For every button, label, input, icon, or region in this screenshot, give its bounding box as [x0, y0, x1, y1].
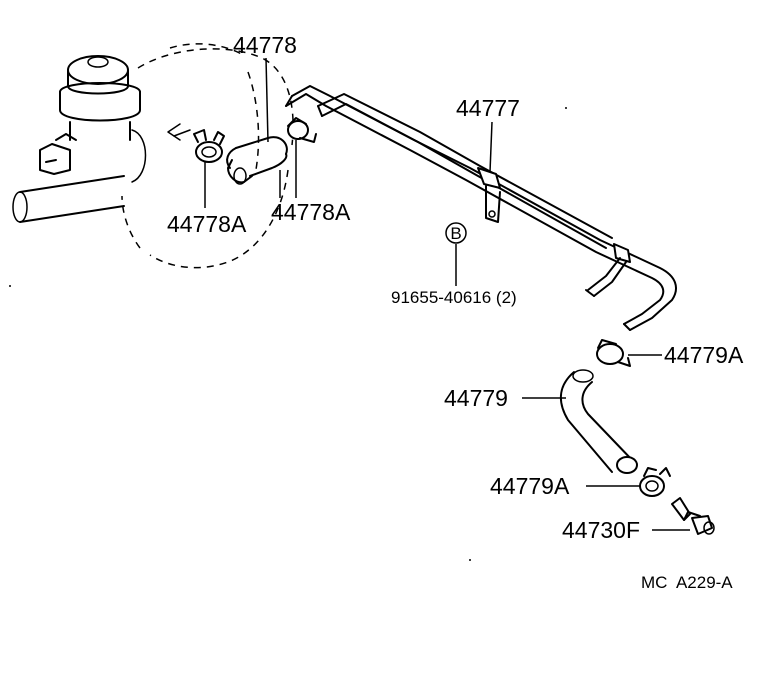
- label-44779: 44779: [444, 385, 508, 411]
- leader-44778: [265, 57, 269, 143]
- label-44779a-bottom: 44779A: [490, 473, 570, 499]
- label-44777: 44777: [456, 95, 520, 121]
- scan-specks: [9, 107, 567, 561]
- hose-clamp-44779a-bottom: [639, 467, 671, 497]
- leader-44777: [489, 121, 493, 173]
- bolt-callout: B: [445, 222, 467, 286]
- label-44779a-top: 44779A: [664, 342, 744, 368]
- vacuum-pipe-44777: [285, 85, 677, 331]
- vacuum-hose-44779: [559, 369, 638, 474]
- check-valve-44730f: [671, 497, 715, 535]
- hose-clamp-44778a-right: [287, 117, 317, 143]
- part-labels: 44778 44778A 44778A 44777 91655-40616 (2…: [167, 32, 744, 592]
- hose-clamp-44779a-top: [596, 339, 631, 367]
- label-44778: 44778: [233, 32, 297, 58]
- hose-clamp-44778a-left: [167, 123, 225, 163]
- label-bolt: 91655-40616 (2): [391, 288, 517, 307]
- label-44730f: 44730F: [562, 517, 640, 543]
- vacuum-hose-44778: [226, 136, 288, 185]
- bolt-marker-circle: [445, 222, 467, 244]
- figure-code: MC A229-A: [641, 573, 733, 592]
- bolt-marker-letter: B: [450, 224, 461, 243]
- label-44778a-left: 44778A: [167, 211, 247, 237]
- label-44778a-right: 44778A: [271, 199, 351, 225]
- brake-booster-assembly: [12, 43, 294, 269]
- leader-lines: [204, 57, 690, 531]
